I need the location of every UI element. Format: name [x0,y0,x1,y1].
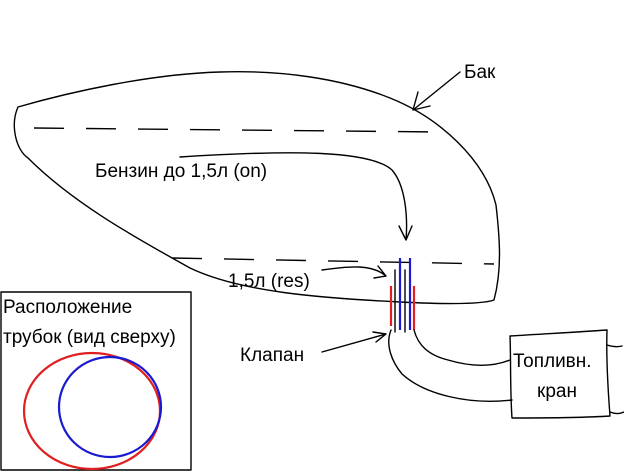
fuel-tap-label-line1: Топливн. [513,351,592,372]
valve-label: Клапан [240,345,304,366]
petrol-arrow [179,152,413,241]
fuel-tap-box [509,329,611,419]
reserve-fuel-level-line [171,257,495,265]
tank-label: Бак [464,62,496,83]
fuel-hose [388,329,513,402]
tank-arrow [412,71,461,111]
outer-tube-circle [22,351,162,471]
fuel-tap-label-line2: кран [537,381,577,402]
petrol-level-label: Бензин до 1,5л (on) [95,161,267,182]
tank-outline [13,71,501,305]
upper-fuel-level-line [33,127,441,133]
inner-tube-circle [57,355,163,459]
inset-title-line2: трубок (вид сверху) [3,327,176,348]
reserve-level-label: 1,5л (res) [228,271,310,292]
reserve-arrow [321,265,387,279]
inset-title-line1: Расположение [3,297,132,318]
valve-arrow [321,331,387,353]
fuel-tap-outlet [606,344,624,415]
inset-frame [0,291,192,471]
